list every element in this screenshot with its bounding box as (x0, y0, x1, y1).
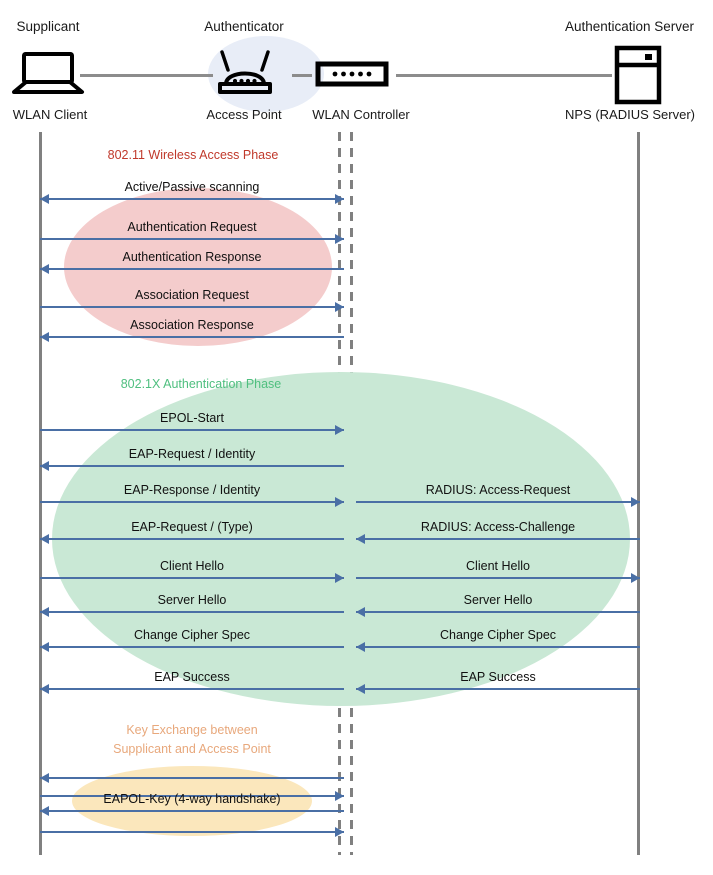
arrowhead-left-icon (40, 607, 49, 617)
access-point-icon (214, 50, 276, 96)
message-arrow-line (356, 688, 640, 690)
arrowhead-right-icon (335, 497, 344, 507)
server-icon (614, 45, 662, 105)
actor-role-authenticator: Authenticator (204, 19, 284, 34)
message-arrow-line (40, 501, 344, 503)
message-label: Client Hello (466, 559, 530, 573)
message-label: RADIUS: Access-Challenge (420, 520, 576, 534)
arrowhead-left-icon (40, 773, 49, 783)
wire-controller-to-server (396, 74, 612, 77)
arrowhead-left-icon (40, 194, 49, 204)
message-arrow-line (356, 577, 640, 579)
actor-device-nps-radius-server: NPS (RADIUS Server) (564, 107, 696, 122)
phase-ellipse-80211 (64, 188, 332, 346)
message-label: Active/Passive scanning (124, 180, 260, 194)
message-label: EAP-Request / Identity (128, 447, 256, 461)
phase-label-8021x: 802.1X Authentication Phase (120, 377, 282, 391)
message-arrow-line (40, 465, 344, 467)
arrowhead-left-icon (40, 332, 49, 342)
arrowhead-right-icon (631, 497, 640, 507)
message-arrow-line (40, 611, 344, 613)
message-arrow-line (40, 429, 344, 431)
arrowhead-right-icon (335, 827, 344, 837)
message-label: EAP Success (154, 670, 230, 684)
message-arrow-line (40, 831, 344, 833)
arrowhead-left-icon (356, 642, 365, 652)
arrowhead-left-icon (40, 684, 49, 694)
phase-label-key-exchange-line2: Supplicant and Access Point (113, 742, 271, 756)
message-arrow-line (40, 336, 344, 338)
wire-ap-to-controller (292, 74, 312, 77)
message-arrow-line (40, 198, 344, 200)
arrowhead-left-icon (40, 642, 49, 652)
arrowhead-left-icon (40, 806, 49, 816)
message-arrow-line (40, 777, 344, 779)
message-label: Server Hello (463, 593, 533, 607)
arrowhead-left-icon (40, 534, 49, 544)
message-label: Authentication Response (122, 250, 262, 264)
arrowhead-right-icon (335, 194, 344, 204)
message-label: Client Hello (160, 559, 224, 573)
message-label: Association Request (135, 288, 249, 302)
lifeline-supplicant (39, 132, 42, 855)
message-label: EPOL-Start (160, 411, 224, 425)
laptop-icon (12, 52, 84, 96)
phase-label-80211: 802.11 Wireless Access Phase (107, 148, 279, 162)
message-arrow-line (40, 268, 344, 270)
message-label: Server Hello (157, 593, 227, 607)
message-arrow-line (356, 501, 640, 503)
message-arrow-line (40, 688, 344, 690)
wire-client-to-ap (80, 74, 213, 77)
message-label: EAP-Request / (Type) (131, 520, 253, 534)
actor-device-wlan-client: WLAN Client (12, 107, 88, 122)
message-label: Authentication Request (127, 220, 257, 234)
arrowhead-left-icon (356, 534, 365, 544)
arrowhead-right-icon (335, 573, 344, 583)
actor-device-access-point: Access Point (206, 107, 282, 122)
arrowhead-left-icon (356, 607, 365, 617)
actor-role-authentication-server: Authentication Server (564, 19, 695, 34)
arrowhead-right-icon (631, 573, 640, 583)
message-label: Change Cipher Spec (133, 628, 251, 642)
actor-device-wlan-controller: WLAN Controller (312, 107, 410, 122)
message-label: Change Cipher Spec (439, 628, 557, 642)
message-arrow-line (40, 646, 344, 648)
lifeline-authentication-server (637, 132, 640, 855)
message-label: EAP-Response / Identity (123, 483, 261, 497)
message-arrow-line (40, 577, 344, 579)
message-arrow-line (40, 795, 344, 797)
arrowhead-left-icon (356, 684, 365, 694)
arrowhead-left-icon (40, 264, 49, 274)
message-arrow-line (40, 538, 344, 540)
arrowhead-left-icon (40, 461, 49, 471)
message-arrow-line (40, 810, 344, 812)
message-arrow-line (40, 238, 344, 240)
arrowhead-right-icon (335, 234, 344, 244)
arrowhead-right-icon (335, 302, 344, 312)
wlan-controller-icon (315, 61, 389, 87)
arrowhead-right-icon (335, 791, 344, 801)
message-arrow-line (356, 611, 640, 613)
message-label: Association Response (130, 318, 254, 332)
arrowhead-right-icon (335, 425, 344, 435)
message-arrow-line (356, 646, 640, 648)
message-arrow-line (40, 306, 344, 308)
message-label: RADIUS: Access-Request (425, 483, 571, 497)
message-label: EAPOL-Key (4-way handshake) (103, 792, 281, 806)
phase-label-key-exchange-line1: Key Exchange between (126, 723, 258, 737)
actor-role-supplicant: Supplicant (16, 19, 80, 34)
message-arrow-line (356, 538, 640, 540)
message-label: EAP Success (460, 670, 536, 684)
